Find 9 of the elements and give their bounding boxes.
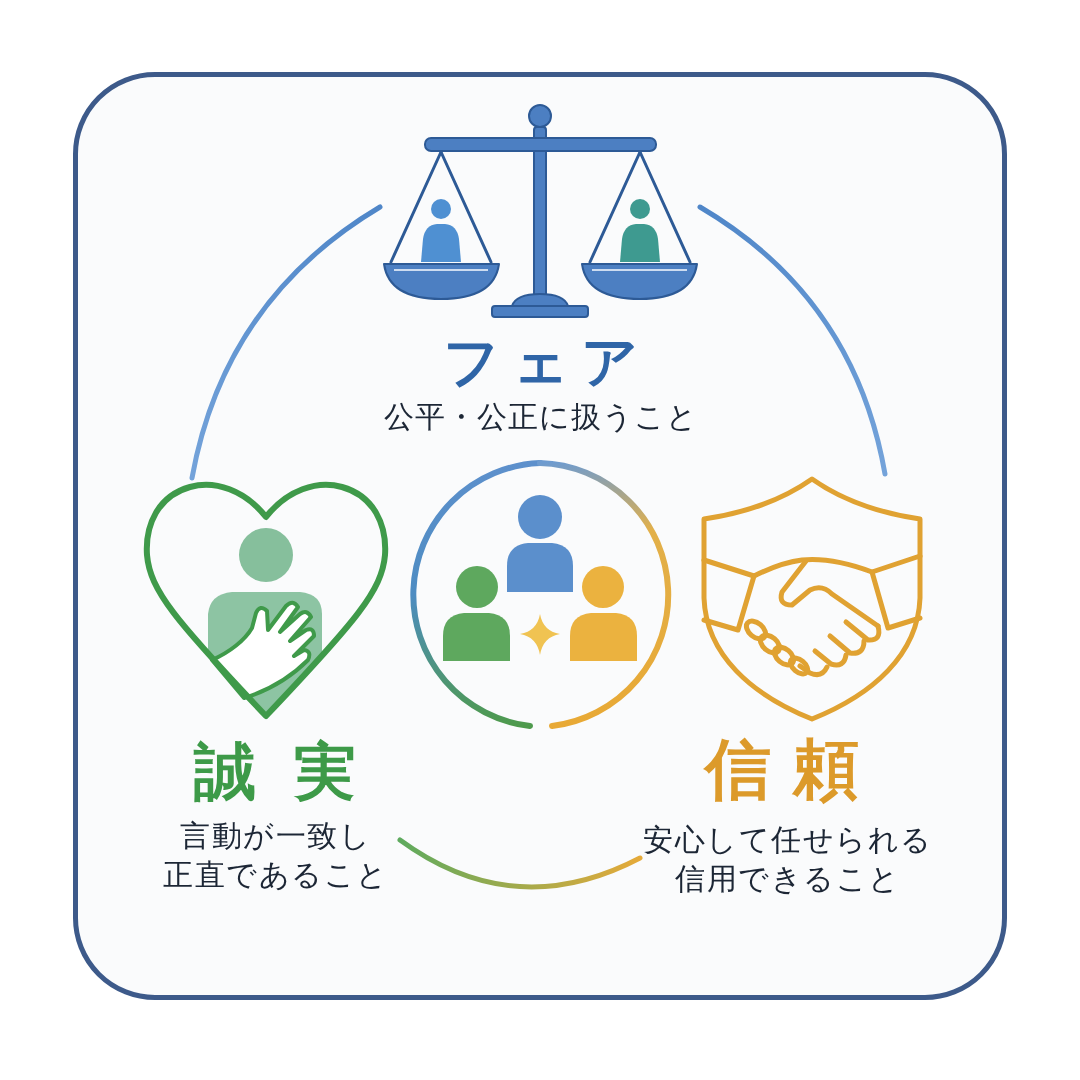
heading: 信頼 xyxy=(705,730,881,810)
curved-line xyxy=(397,837,643,890)
curved-line xyxy=(189,204,383,481)
heading: 誠実 xyxy=(194,734,394,810)
description: 公平・公正に扱うこと xyxy=(383,398,698,436)
description: 安心して任せられる信用できること xyxy=(643,821,933,898)
description: 言動が一致し正直であること xyxy=(163,817,389,894)
curved-line xyxy=(697,204,888,477)
heading: フェア xyxy=(442,328,650,396)
